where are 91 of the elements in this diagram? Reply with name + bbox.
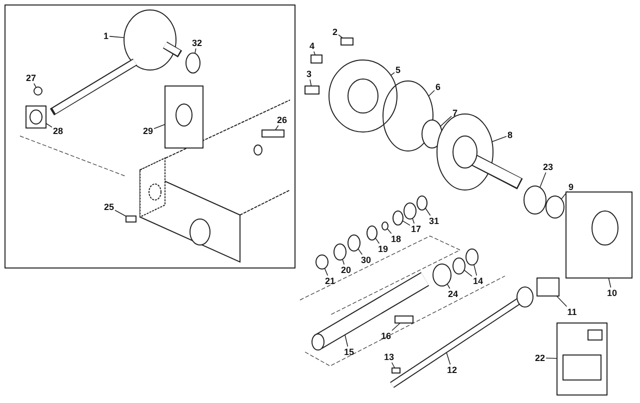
retaining-ring [382, 222, 388, 230]
leader-line [109, 36, 124, 38]
gearbox-housing-drawing [50, 10, 182, 116]
callout-number: 3 [306, 69, 312, 79]
callout-number: 13 [384, 352, 394, 362]
leader-line [425, 208, 431, 216]
leader-line [474, 264, 478, 276]
leader-line [274, 125, 279, 130]
retaining-ring [416, 196, 428, 210]
callout-number: 25 [104, 202, 114, 212]
leader-line [608, 278, 612, 288]
gasket [536, 278, 560, 296]
leader-line [540, 172, 546, 188]
leader-line [310, 79, 312, 86]
callout-number: 6 [436, 82, 440, 92]
end-cover-drawing [328, 60, 398, 132]
leader-line [386, 228, 392, 234]
callout-number: 4 [310, 41, 314, 51]
leader-line [358, 248, 363, 255]
leader-line [560, 190, 568, 200]
leader-line [556, 296, 568, 307]
callout-number: 11 [567, 307, 577, 317]
bearing [392, 210, 404, 226]
callout-number: 12 [447, 365, 457, 375]
leader-line [546, 358, 558, 359]
leader-line [492, 136, 507, 142]
callout-number: 24 [448, 289, 458, 299]
callout-number: 1 [104, 31, 108, 41]
bearing [404, 202, 416, 220]
callout-number: 17 [411, 224, 421, 234]
leader-line [375, 238, 380, 244]
callout-number: 26 [277, 115, 287, 125]
callout-number: 22 [535, 353, 545, 363]
callout-number: 28 [53, 126, 63, 136]
bearing [524, 186, 546, 214]
leader-line [402, 220, 410, 226]
washer [334, 244, 346, 260]
bolt [304, 86, 320, 94]
oil-can-drawing [556, 322, 608, 396]
leader-line [344, 334, 348, 347]
bolt [394, 316, 414, 324]
callout-number: 23 [543, 162, 553, 172]
bushing [432, 264, 452, 286]
snap-ring [316, 254, 328, 270]
tag-label [310, 54, 322, 64]
leader-line [314, 51, 316, 56]
bearing [466, 248, 478, 266]
leader-line [114, 210, 126, 217]
nut [34, 86, 42, 96]
leader-line [464, 270, 472, 277]
flange-plate-drawing [26, 106, 46, 128]
leader-line [154, 124, 166, 130]
callout-number: 32 [192, 38, 202, 48]
bearing [422, 120, 442, 148]
callout-number: 8 [508, 130, 512, 140]
callout-number: 2 [332, 27, 338, 37]
callout-number: 27 [26, 73, 36, 83]
tube-drawing [312, 272, 430, 350]
leader-line [46, 122, 52, 128]
washer [546, 196, 564, 218]
mounting-plate-drawing [164, 86, 204, 148]
callout-number: 9 [568, 182, 574, 192]
callout-number: 16 [381, 331, 391, 341]
callout-number: 14 [473, 276, 483, 286]
bolt [340, 38, 354, 46]
leader-line [194, 48, 196, 54]
callout-number: 18 [391, 234, 401, 244]
leader-line [446, 350, 451, 365]
leader-line [428, 90, 435, 97]
bearing [452, 258, 466, 274]
callout-number: 15 [344, 347, 354, 357]
callout-number: 5 [396, 65, 400, 75]
bolt [126, 216, 136, 222]
callout-number: 31 [429, 216, 439, 226]
callout-number: 20 [341, 265, 351, 275]
leader-line [392, 322, 401, 331]
washer [348, 234, 360, 252]
seal-ring [186, 52, 200, 74]
bolt [262, 130, 284, 138]
callout-number: 30 [361, 255, 371, 265]
gearbox-housing-drawing [566, 192, 632, 278]
leader-line [324, 268, 328, 276]
callout-number: 21 [325, 276, 335, 286]
callout-number: 19 [378, 244, 388, 254]
callout-number: 7 [452, 108, 458, 118]
leader-line [440, 116, 452, 127]
leader-line [34, 83, 36, 88]
callout-number: 29 [143, 126, 153, 136]
callout-number: 10 [607, 288, 617, 298]
leader-line [446, 284, 450, 289]
spacer [366, 226, 378, 240]
